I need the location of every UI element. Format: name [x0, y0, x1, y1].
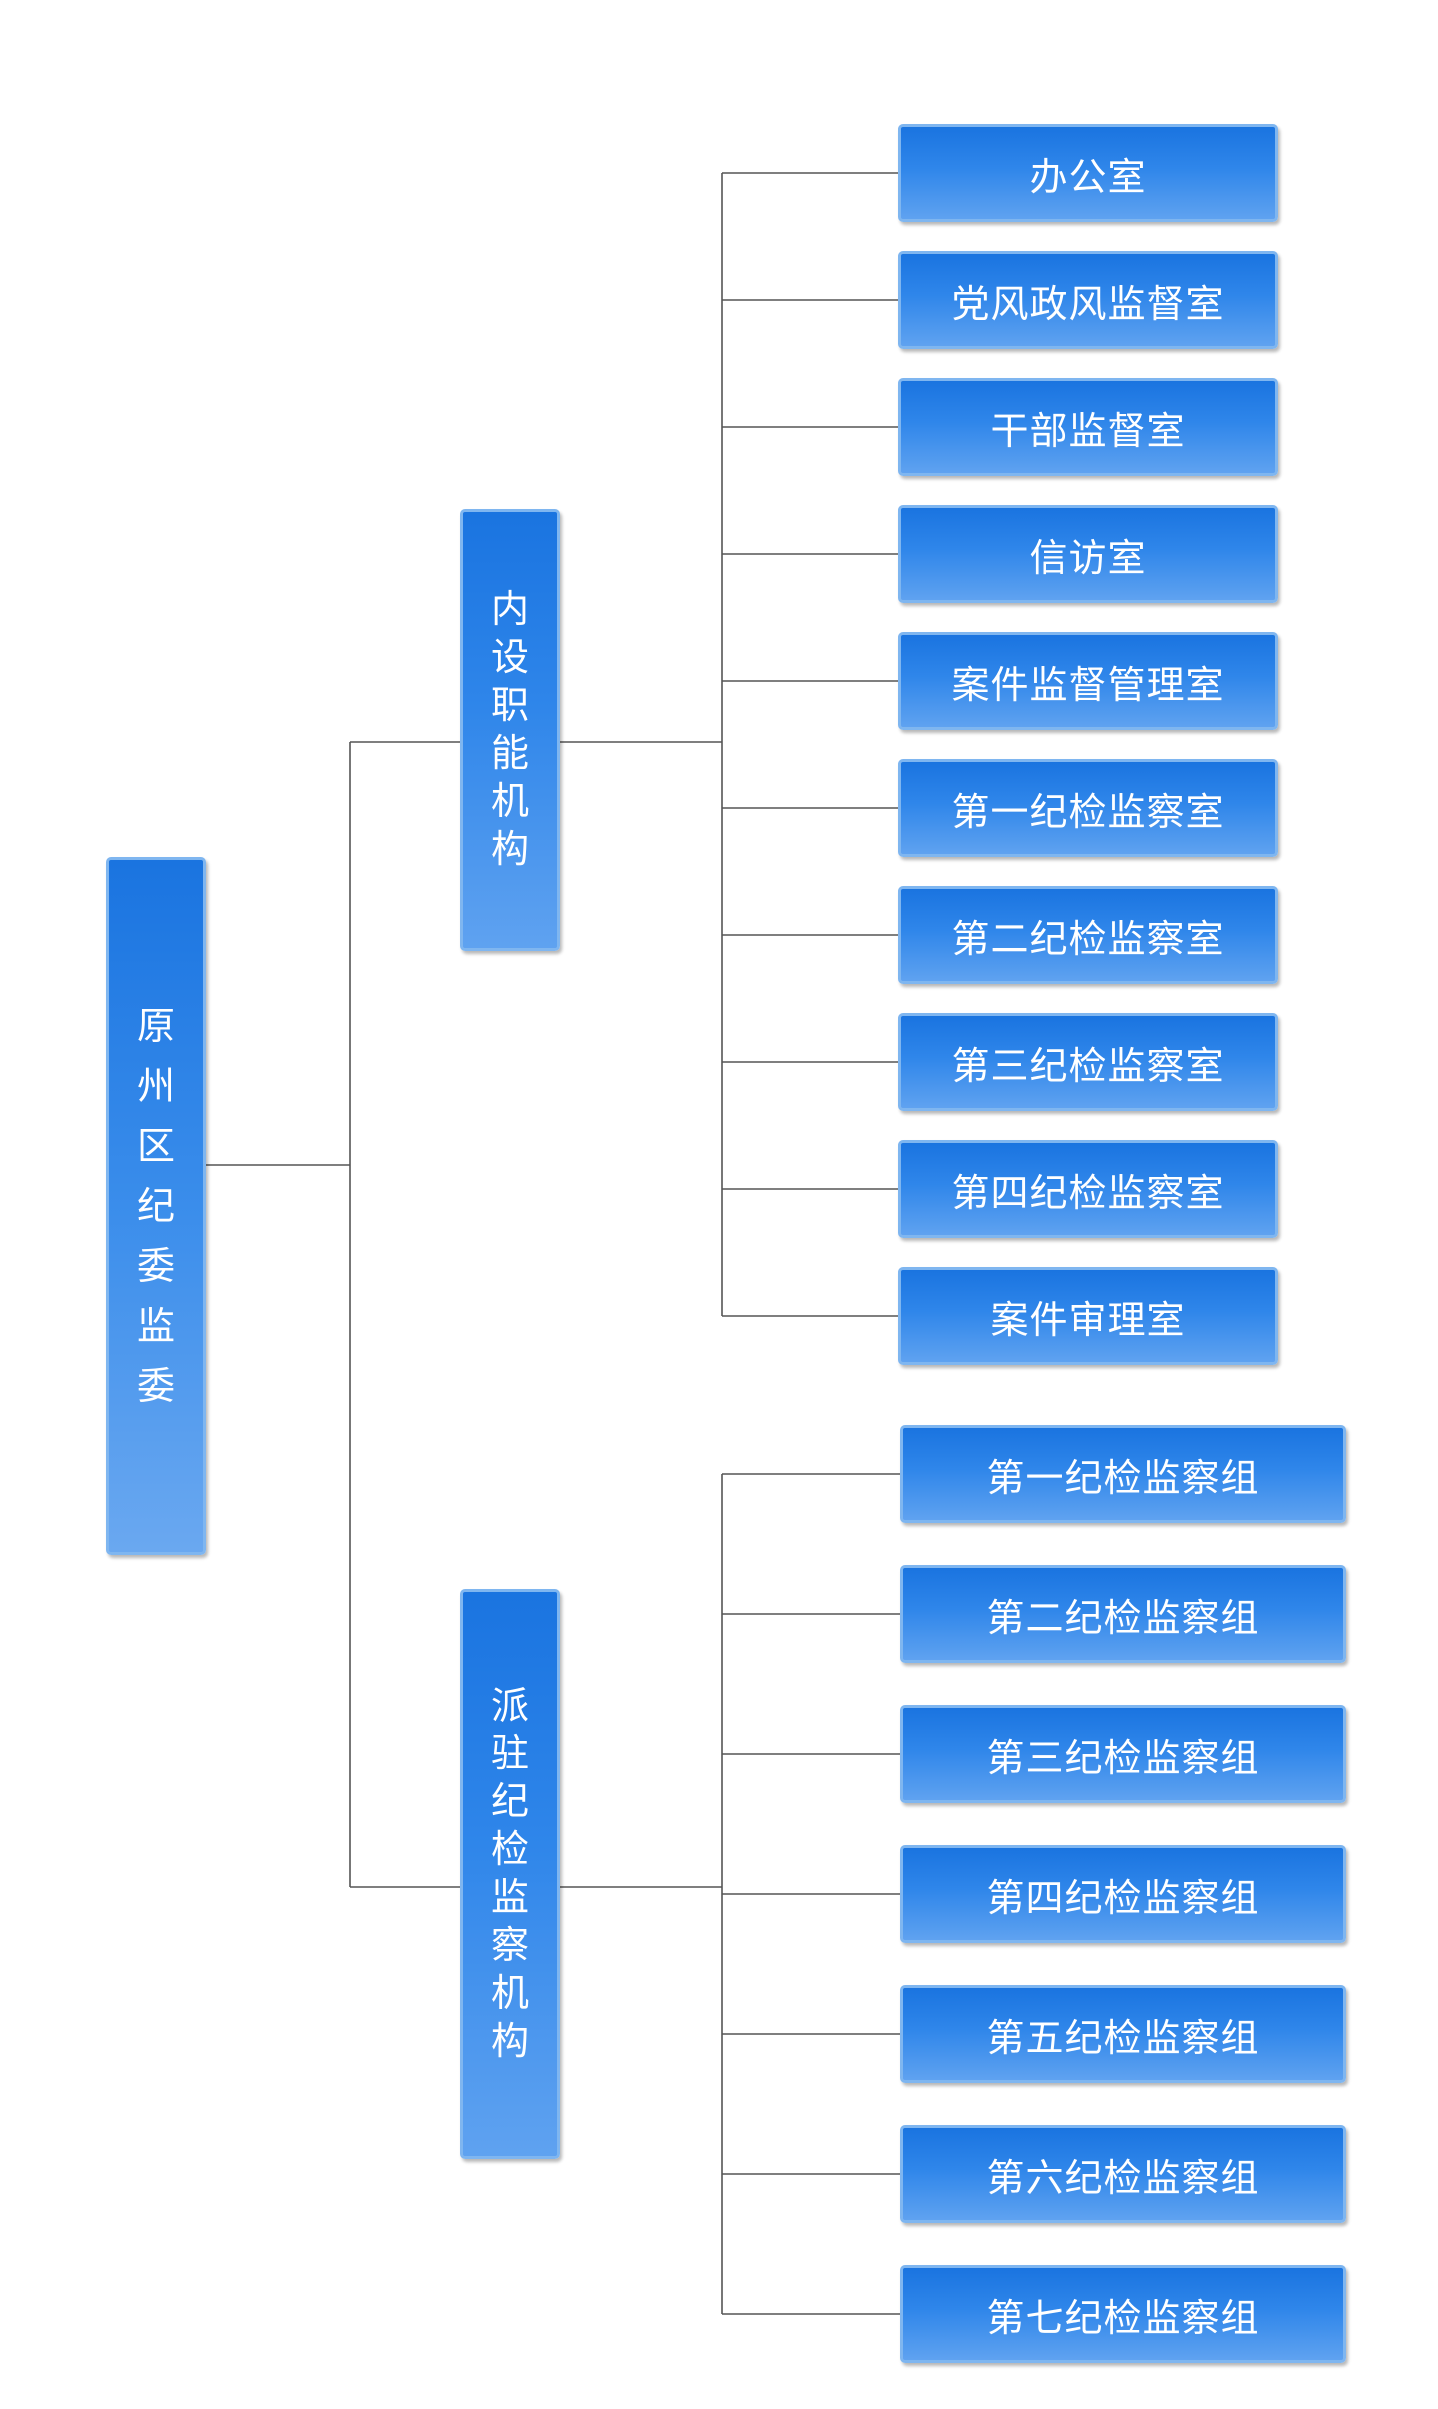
office-label: 党风政风监督室: [951, 281, 1225, 326]
office-label: 信访室: [1029, 535, 1147, 580]
group-node: 第三纪检监察组: [900, 1705, 1346, 1803]
office-label: 办公室: [1029, 154, 1147, 199]
group-node: 第七纪检监察组: [900, 2265, 1346, 2363]
label-char: 察: [491, 1922, 530, 1967]
group-node: 第一纪检监察组: [900, 1425, 1346, 1523]
branch-label: 内设职能机构: [491, 586, 529, 873]
office-node: 案件审理室: [898, 1267, 1278, 1365]
label-char: 设: [491, 635, 530, 680]
label-char: 纪: [137, 1183, 176, 1228]
group-label: 第一纪检监察组: [986, 1455, 1260, 1500]
label-char: 监: [137, 1304, 176, 1349]
root-node: 原州区纪委监委: [106, 857, 206, 1555]
label-char: 内: [491, 587, 530, 632]
office-node: 办公室: [898, 124, 1278, 222]
label-char: 机: [491, 778, 530, 823]
label-char: 检: [491, 1827, 530, 1872]
label-char: 机: [491, 1970, 530, 2015]
label-char: 驻: [491, 1731, 530, 1776]
group-node: 第二纪检监察组: [900, 1565, 1346, 1663]
branch-node-dispatched: 派驻纪检监察机构: [460, 1589, 560, 2159]
office-node: 第三纪检监察室: [898, 1013, 1278, 1111]
group-label: 第四纪检监察组: [986, 1875, 1260, 1920]
office-node: 第二纪检监察室: [898, 886, 1278, 984]
office-label: 第一纪检监察室: [951, 789, 1225, 834]
office-label: 案件审理室: [990, 1297, 1186, 1342]
label-char: 能: [491, 731, 530, 775]
office-node: 信访室: [898, 505, 1278, 603]
label-char: 构: [491, 826, 530, 871]
office-node: 干部监督室: [898, 378, 1278, 476]
label-char: 构: [491, 2018, 530, 2063]
label-char: 委: [137, 1364, 176, 1409]
label-char: 委: [137, 1244, 176, 1289]
label-char: 原: [137, 1003, 176, 1048]
label-char: 纪: [491, 1779, 530, 1824]
office-node: 党风政风监督室: [898, 251, 1278, 349]
label-char: 州: [137, 1063, 176, 1108]
branch-label: 派驻纪检监察机构: [491, 1683, 529, 2066]
office-label: 第三纪检监察室: [951, 1043, 1225, 1088]
group-label: 第三纪检监察组: [986, 1735, 1260, 1780]
group-node: 第五纪检监察组: [900, 1985, 1346, 2083]
office-node: 第四纪检监察室: [898, 1140, 1278, 1238]
office-label: 干部监督室: [990, 408, 1186, 453]
group-label: 第五纪检监察组: [986, 2015, 1260, 2060]
root-label: 原州区纪委监委: [137, 996, 175, 1416]
label-char: 职: [491, 683, 530, 728]
office-node: 第一纪检监察室: [898, 759, 1278, 857]
group-node: 第六纪检监察组: [900, 2125, 1346, 2223]
office-label: 案件监督管理室: [951, 662, 1225, 707]
label-char: 派: [491, 1683, 530, 1728]
label-char: 区: [137, 1123, 176, 1168]
label-char: 监: [491, 1875, 530, 1919]
group-label: 第七纪检监察组: [986, 2295, 1260, 2340]
group-label: 第二纪检监察组: [986, 1595, 1260, 1640]
office-label: 第四纪检监察室: [951, 1170, 1225, 1215]
branch-node-internal: 内设职能机构: [460, 509, 560, 951]
group-label: 第六纪检监察组: [986, 2155, 1260, 2200]
office-node: 案件监督管理室: [898, 632, 1278, 730]
group-node: 第四纪检监察组: [900, 1845, 1346, 1943]
office-label: 第二纪检监察室: [951, 916, 1225, 961]
